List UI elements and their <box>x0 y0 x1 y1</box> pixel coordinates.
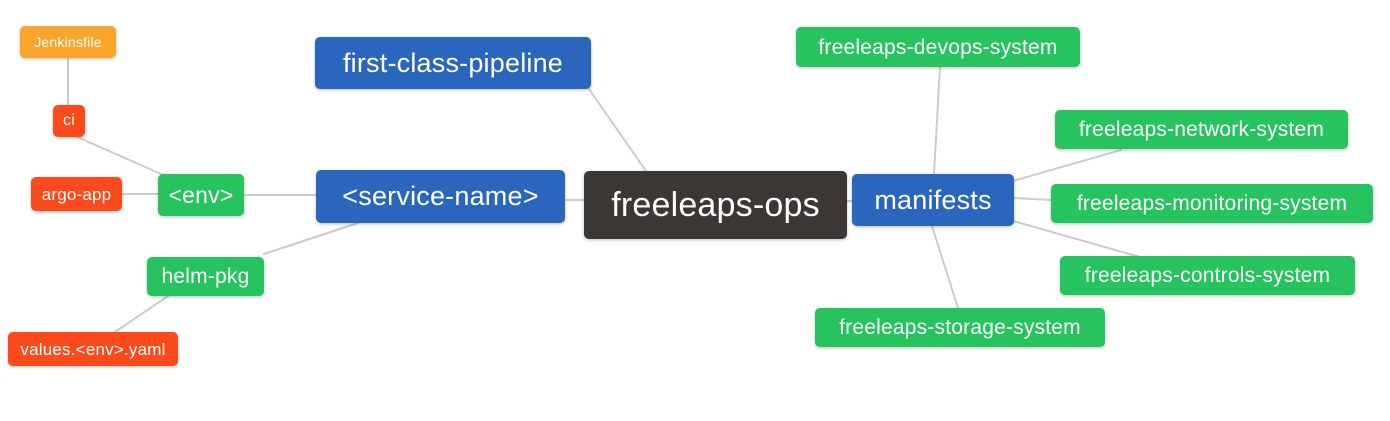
node-ci[interactable]: ci <box>53 105 85 137</box>
edge-values-env-yaml-helm-pkg <box>114 295 169 333</box>
node-freeleaps-ops[interactable]: freeleaps-ops <box>584 171 847 239</box>
node-values-env-yaml[interactable]: values.<env>.yaml <box>8 332 178 366</box>
edge-manifests-storage-system <box>931 225 959 309</box>
node-freeleaps-network-system[interactable]: freeleaps-network-system <box>1055 110 1348 149</box>
node-manifests[interactable]: manifests <box>852 174 1014 226</box>
node-argo-app[interactable]: argo-app <box>31 177 122 211</box>
edge-manifests-network-system <box>1012 149 1122 182</box>
node-freeleaps-monitoring-system[interactable]: freeleaps-monitoring-system <box>1051 184 1373 223</box>
node-helm-pkg[interactable]: helm-pkg <box>147 257 264 296</box>
edge-manifests-devops-system <box>933 66 941 175</box>
edge-first-class-pipeline-ops <box>588 88 647 172</box>
edge-manifests-controls-system <box>1012 220 1141 258</box>
node-first-class-pipeline[interactable]: first-class-pipeline <box>315 37 591 89</box>
edge-ci-env <box>74 135 169 178</box>
node-freeleaps-controls-system[interactable]: freeleaps-controls-system <box>1060 256 1355 295</box>
edge-manifests-monitoring-system <box>1012 197 1052 201</box>
edge-helm-pkg-service-name <box>263 222 359 255</box>
node-env[interactable]: <env> <box>158 174 244 216</box>
node-freeleaps-storage-system[interactable]: freeleaps-storage-system <box>815 308 1105 347</box>
node-freeleaps-devops-system[interactable]: freeleaps-devops-system <box>796 27 1080 67</box>
node-jenkinsfile[interactable]: Jenkinsfile <box>20 26 116 58</box>
node-service-name[interactable]: <service-name> <box>316 170 565 223</box>
